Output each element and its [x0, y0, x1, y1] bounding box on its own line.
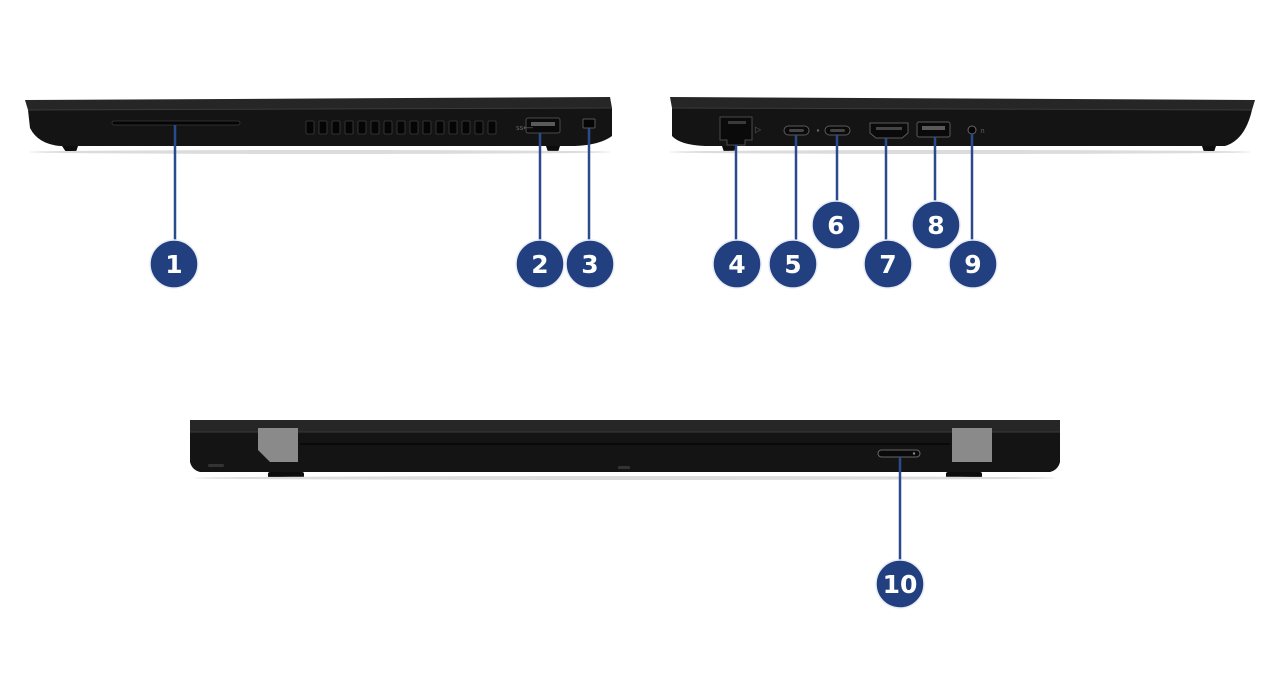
callout-label-4: 4: [728, 250, 745, 279]
callout-5: 5: [768, 239, 818, 289]
left-foot: [62, 146, 78, 152]
callout-4: 4: [712, 239, 762, 289]
audio-jack: [967, 125, 977, 135]
usb-glyph-icon: ss⟵: [516, 124, 533, 132]
callout-label-5: 5: [784, 250, 801, 279]
callout-6: 6: [811, 200, 861, 250]
vent-slat: [422, 120, 432, 135]
hinge-left: [258, 428, 298, 462]
rear-view: [190, 420, 1060, 480]
callout-10: 10: [875, 559, 925, 609]
security-lock-slot: [582, 118, 596, 129]
callout-badges: 1 2 3 4 5 6 7 8: [149, 200, 998, 609]
leader-lines: [173, 125, 974, 562]
vent-slat: [461, 120, 471, 135]
vent-slat: [409, 120, 419, 135]
vent-slat: [370, 120, 380, 135]
callout-label-6: 6: [827, 211, 844, 240]
callout-8: 8: [911, 200, 961, 250]
vent-slat: [357, 120, 367, 135]
vent-slat: [474, 120, 484, 135]
right-lid: [670, 97, 1255, 110]
left-side-view: ss⟵: [25, 97, 613, 154]
callout-2: 2: [515, 239, 565, 289]
vent-slat: [344, 120, 354, 135]
rear-base: [190, 432, 1060, 472]
callout-label-8: 8: [927, 211, 944, 240]
network-glyph-icon: ▷: [755, 125, 762, 134]
callout-label-10: 10: [883, 570, 918, 599]
hinge-right: [952, 428, 992, 462]
vent-slat: [487, 120, 497, 135]
callout-label-9: 9: [964, 250, 981, 279]
vent-slat: [396, 120, 406, 135]
callout-label-3: 3: [581, 250, 598, 279]
hdmi-port: [869, 122, 909, 139]
vent-slat: [383, 120, 393, 135]
callout-label-7: 7: [879, 250, 896, 279]
vent-slat: [435, 120, 445, 135]
rear-lid: [190, 420, 1060, 432]
smart-card-slot: [111, 120, 241, 126]
callout-label-1: 1: [165, 250, 182, 279]
vent-slat: [318, 120, 328, 135]
left-foot-2: [546, 146, 560, 152]
headset-glyph-icon: ∩: [980, 127, 985, 135]
vent-slat: [331, 120, 341, 135]
charge-indicator: [816, 129, 820, 132]
right-side-view: ▷ ∩: [670, 97, 1255, 154]
callout-label-2: 2: [531, 250, 548, 279]
vent-slat: [305, 120, 315, 135]
callout-9: 9: [948, 239, 998, 289]
vent-slat: [448, 120, 458, 135]
right-base: [672, 108, 1252, 146]
callout-3: 3: [565, 239, 615, 289]
callout-7: 7: [863, 239, 913, 289]
vent-grille: [305, 120, 497, 135]
callout-1: 1: [149, 239, 199, 289]
left-lid: [25, 97, 612, 110]
